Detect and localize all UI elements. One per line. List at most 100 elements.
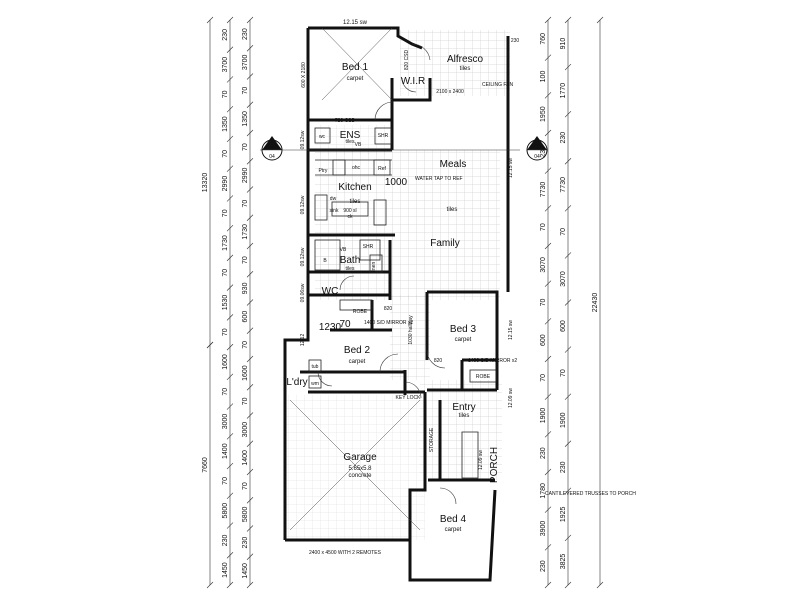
dimension-label: 70 [540,223,547,231]
section-number-right: 1 [536,144,539,150]
dimension-line [206,581,214,589]
dimension-label: 7730 [560,177,567,193]
wir-name: W.I.R [401,76,425,87]
dining-floor: tiles [447,207,458,213]
bed1-name: Bed 1 [342,62,369,73]
dimension-line [564,346,572,353]
top-window-dimension: 12.15 sw [343,20,368,26]
bed2-dim1: 1230 [319,322,342,333]
dimension-line [226,16,234,24]
dimension-line [226,403,234,410]
dimension-label: 1950 [540,106,547,122]
dimension-label: 3900 [540,521,547,537]
dimension-label: 70 [540,374,547,382]
garage-storage: STORAGE [429,427,435,452]
dimension-label: 70 [242,200,249,208]
dimension-label: 1770 [560,83,567,99]
dimension-line [544,393,552,400]
dimension-line [226,254,234,262]
laundry-wm: wm [311,381,319,387]
dimension-line [226,224,234,232]
dimension-line [226,552,234,559]
dimension-label: 910 [560,38,567,50]
dimension-line [564,16,572,24]
dimension-label: 1400 [242,450,249,466]
dimension-line [246,355,254,363]
dimension-line [226,343,234,351]
dimension-line [246,186,254,193]
dimension-line [226,165,234,172]
dimension-line [564,63,572,71]
alfresco-opening: 230 [511,38,520,44]
bed3-robe: ROBE [476,374,491,380]
dimension-line [226,492,234,500]
dimension-label: 230 [242,537,249,549]
dimension-line [226,135,234,143]
dimension-label: 230 [540,146,547,158]
dimension-line [226,462,234,470]
dimension-label: 70 [242,87,249,95]
dimension-label: 1350 [222,116,229,132]
bed1-window: 600 X 2180 [301,62,307,88]
dimension-label: 5800 [242,506,249,522]
window-label: 12.15 sw [508,320,514,340]
dimension-line [564,440,572,447]
dimension-line [544,544,552,551]
dimension-label: 3700 [222,57,229,73]
dimension-line [544,280,552,287]
bed4-name: Bed 4 [440,514,467,525]
bed3-name: Bed 3 [450,324,477,335]
bed3-door: 820 [434,358,443,364]
dimension-label: 70 [560,369,567,377]
kitchen-ref: Ref [378,166,386,172]
bath-linen: linen [371,262,377,273]
dimension-label: 1450 [242,563,249,579]
dimension-label: 5800 [222,503,229,519]
dimension-line [226,105,234,113]
dimension-label: 70 [242,143,249,151]
dimension-label: 3700 [242,54,249,70]
window-label: 09.06sw [300,283,306,302]
dimension-line [246,45,254,52]
dimension-label: 3000 [242,422,249,438]
dimension-line [246,158,254,165]
kitchen-ohc: ohc [352,165,361,171]
bed1-floor: carpet [347,76,364,82]
dimension-line [226,581,234,589]
bath-vb: VB [340,247,347,253]
dimension-line [246,497,254,504]
dimension-label: 70 [222,477,229,485]
entry-name: Entry [452,402,475,413]
section-marker-left: 1 04 [260,136,520,161]
dimension-label: 230 [560,461,567,473]
bed3-mirror: 1400 S/D MIRROR x2 [468,358,517,364]
dimension-line [246,242,254,250]
wir-door: 820 CSD [404,49,410,70]
section-number-left: 1 [271,144,274,150]
dimension-line [246,468,254,476]
ens-wc: wc [319,134,326,140]
kitchen-name: Kitchen [338,182,371,193]
dimension-line [564,252,572,259]
dimension-label: 230 [540,560,547,572]
laundry-tub: tub [312,364,319,370]
dimension-line [246,327,254,334]
dimension-line [544,581,552,589]
dimension-label: 70 [242,397,249,405]
dimension-label: 3070 [540,257,547,273]
dimension-label: 2990 [242,167,249,183]
dimension-label: 1400 [222,443,229,459]
kitchen-dim: 1000 [385,177,408,188]
dimension-line [226,314,234,321]
bath-floor: tiles [346,266,355,272]
window-label: 12.09 sw [508,388,514,408]
dimension-label: 70 [222,209,229,217]
dimension-label: 3000 [222,414,229,430]
kitchen-sink: sink [330,208,339,214]
family-name: Family [430,238,459,249]
room-labels: 12.15 sw Bed 1 carpet 600 X 2180 W.I.R 8… [286,20,636,556]
bath-b: B [323,258,327,264]
dimension-label: 930 [242,282,249,294]
dimension-line [564,393,572,400]
kitchen-dw: dw [330,196,337,202]
